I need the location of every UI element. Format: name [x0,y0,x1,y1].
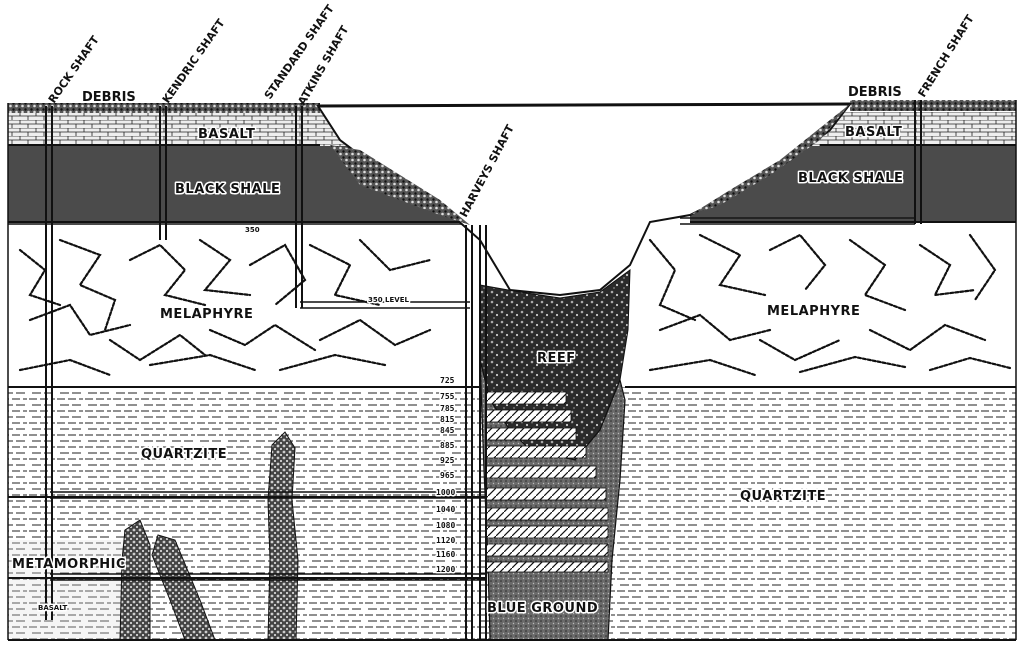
debris-layer-right [850,100,1016,111]
basalt-bottom-label: BASALT [38,604,68,612]
depth-level: 785 [440,404,455,413]
reef-label: REEF [537,351,576,366]
depth-level: 1040 [436,505,455,514]
depth-level: 755 [440,392,455,401]
quartzite-label-right: QUARTZITE [740,489,826,504]
dike-center [267,431,299,641]
depth-level: 725 [440,376,455,385]
surface-line [317,102,851,108]
black-shale-label-right: BLACK SHALE [798,171,903,186]
debris-layer-left [8,103,320,113]
stratum-boundaries [8,144,1016,641]
shaft-lines [45,100,922,640]
debris-slope-left [330,145,470,225]
depth-level: 1000 [436,488,455,497]
debris-label-left: DEBRIS [82,90,136,105]
basalt-label-left: BASALT [198,127,255,142]
metamorphic-hatching [8,540,123,640]
blue-ground-label: BLUE GROUND [487,601,598,616]
depth-level: 885 [440,441,455,450]
depth-level: 1120 [436,536,455,545]
section-frame [7,100,1017,640]
basalt-label-right: BASALT [845,125,902,140]
black-shale-label-left: BLACK SHALE [175,182,280,197]
level-small-label: 350 [245,226,260,234]
quartzite-label-left: QUARTZITE [141,447,227,462]
depth-level-scale: 725 755 785 815 845 885 925 965 1000 104… [435,375,457,576]
depth-level: 1200 [436,565,455,574]
depth-level: 925 [440,456,455,465]
depth-level: 965 [440,471,455,480]
level-tunnels [50,217,915,581]
metamorphic-label: METAMORPHIC [12,557,126,572]
depth-level: 1080 [436,521,455,530]
depth-level: 1160 [436,550,455,559]
melaphyre-label-left: MELAPHYRE [160,307,253,322]
level-350-label: 350 LEVEL [368,296,409,304]
melaphyre-label-right: MELAPHYRE [767,304,860,319]
melaphyre-texture [18,233,1012,377]
mine-workings [485,391,609,573]
depth-level: 845 [440,426,455,435]
depth-level: 815 [440,415,455,424]
debris-label-right: DEBRIS [848,85,902,100]
